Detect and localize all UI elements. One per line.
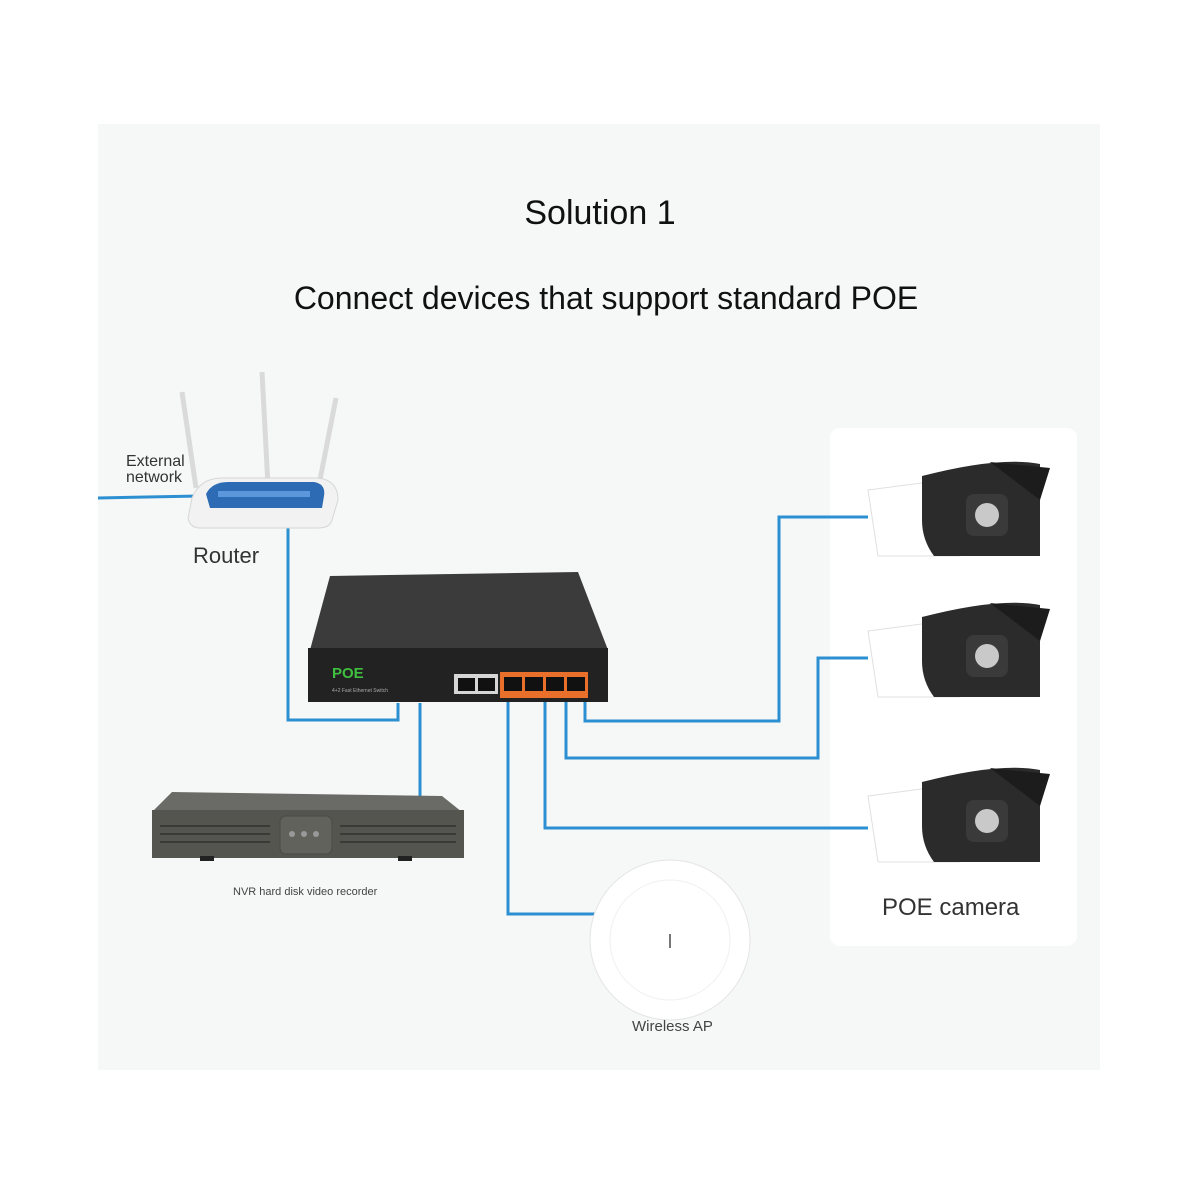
wireless-ap-label: Wireless AP [632, 1018, 713, 1035]
diagram-title: Solution 1 [524, 194, 676, 232]
external-network-label: External network [126, 454, 185, 486]
nvr-label: NVR hard disk video recorder [233, 886, 378, 898]
poe-camera-3-icon [867, 767, 1050, 863]
poe-camera-1-icon [867, 461, 1050, 557]
router-icon [179, 371, 339, 529]
switch-model-text: 4+2 Fast Ethernet Switch [332, 688, 388, 694]
poe-camera-2-icon [867, 602, 1050, 698]
cable-switch-cam3 [543, 700, 868, 830]
external-network-line1: External [126, 453, 185, 470]
poe-switch-icon: POE 4+2 Fast Ethernet Switch [308, 572, 608, 702]
cable-switch-cam1 [583, 515, 868, 723]
router-label: Router [193, 543, 260, 568]
diagram-subtitle: Connect devices that support standard PO… [293, 280, 919, 316]
external-network-line2: network [126, 469, 183, 486]
cable-switch-ap [506, 700, 596, 916]
switch-brand: POE [332, 665, 364, 682]
wireless-ap-icon [589, 859, 751, 1021]
cable-external [97, 494, 201, 500]
cables [97, 494, 868, 916]
poe-camera-label: POE camera [882, 894, 1020, 921]
cable-router-switch [286, 522, 400, 722]
nvr-icon [152, 792, 464, 861]
cable-switch-cam2 [564, 656, 868, 760]
